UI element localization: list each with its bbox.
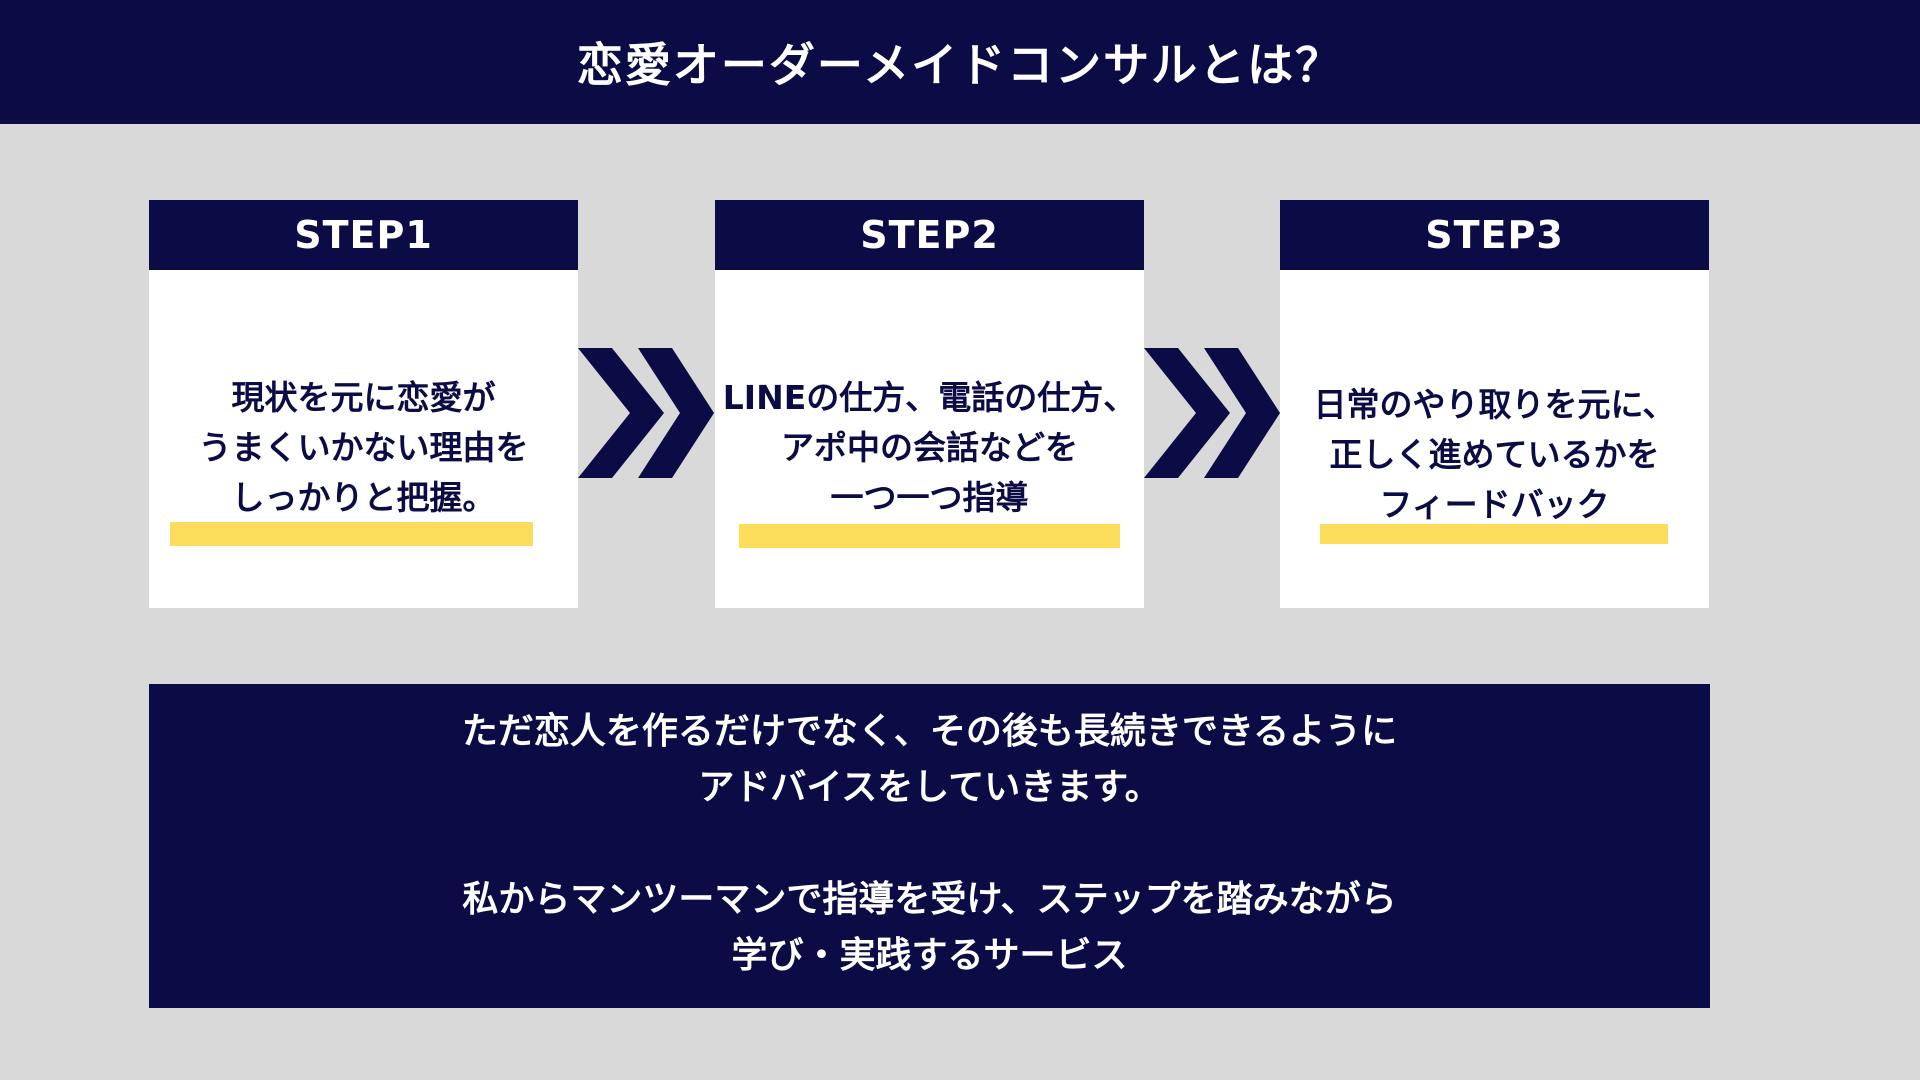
step-label-1: STEP1 — [294, 213, 433, 257]
step-header-2: STEP2 — [715, 200, 1144, 270]
double-chevron-right-icon — [578, 348, 714, 478]
step-3-line-3: フィードバック — [1379, 485, 1610, 524]
title-bar: 恋愛オーダーメイドコンサルとは？ — [0, 0, 1920, 124]
step-2-line-2: アポ中の会話などを — [781, 428, 1078, 467]
description-p2-line-2: 学び・実践するサービス — [731, 935, 1128, 976]
step-text-1: 現状を元に恋愛が うまくいかない理由を しっかりと把握。 — [119, 373, 608, 523]
step-3-highlight-underline — [1320, 524, 1668, 544]
description-p2-line-1: 私からマンツーマンで指導を受け、ステップを踏みながら — [462, 879, 1397, 920]
step-header-1: STEP1 — [149, 200, 578, 270]
description-p1-line-1: ただ恋人を作るだけでなく、その後も長続きできるように — [461, 711, 1398, 752]
step-header-3: STEP3 — [1280, 200, 1709, 270]
step-3-line-2: 正しく進めているかを — [1329, 435, 1660, 474]
step-text-3: 日常のやり取りを元に、 正しく進めているかを フィードバック — [1250, 380, 1739, 530]
step-1-line-3: しっかりと把握。 — [231, 478, 496, 517]
step-1-line-1: 現状を元に恋愛が — [231, 378, 496, 417]
step-label-2: STEP2 — [860, 213, 999, 257]
step-label-3: STEP3 — [1425, 213, 1564, 257]
step-1-line-2: うまくいかない理由を — [198, 428, 529, 467]
step-2-line-1: LINEの仕方、電話の仕方、 — [722, 378, 1137, 417]
step-body-2: LINEの仕方、電話の仕方、 アポ中の会話などを 一つ一つ指導 — [715, 270, 1144, 608]
step-1-highlight-underline — [170, 522, 533, 546]
description-paragraph-1: ただ恋人を作るだけでなく、その後も長続きできるように アドバイスをしていきます。 — [149, 704, 1710, 816]
step-2-line-3: 一つ一つ指導 — [830, 478, 1029, 517]
page-title: 恋愛オーダーメイドコンサルとは？ — [576, 38, 1344, 92]
step-body-3: 日常のやり取りを元に、 正しく進めているかを フィードバック — [1280, 270, 1709, 608]
description-paragraph-2: 私からマンツーマンで指導を受け、ステップを踏みながら 学び・実践するサービス — [149, 872, 1710, 984]
step-3-line-1: 日常のやり取りを元に、 — [1313, 385, 1676, 424]
step-text-2: LINEの仕方、電話の仕方、 アポ中の会話などを 一つ一つ指導 — [685, 373, 1174, 523]
step-card-2: STEP2 LINEの仕方、電話の仕方、 アポ中の会話などを 一つ一つ指導 — [715, 200, 1144, 608]
description-p1-line-2: アドバイスをしていきます。 — [698, 767, 1161, 808]
service-description-box: ただ恋人を作るだけでなく、その後も長続きできるように アドバイスをしていきます。… — [149, 684, 1710, 1008]
step-2-highlight-underline — [739, 524, 1120, 548]
step-card-1: STEP1 現状を元に恋愛が うまくいかない理由を しっかりと把握。 — [149, 200, 578, 608]
double-chevron-right-icon — [1144, 348, 1280, 478]
step-card-3: STEP3 日常のやり取りを元に、 正しく進めているかを フィードバック — [1280, 200, 1709, 608]
step-body-1: 現状を元に恋愛が うまくいかない理由を しっかりと把握。 — [149, 270, 578, 608]
